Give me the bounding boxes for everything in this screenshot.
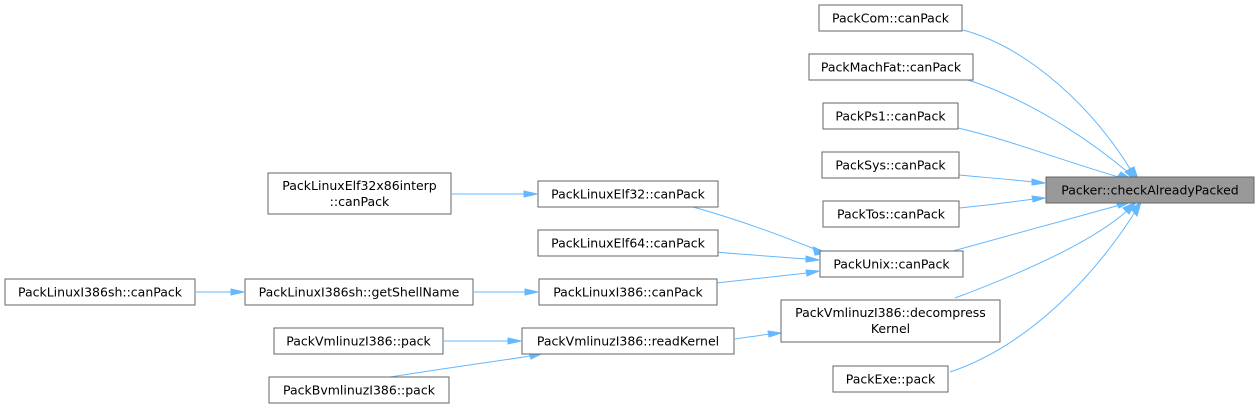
edge-packunix-to-target — [952, 200, 1133, 252]
edge-packtos-to-target — [958, 195, 1046, 209]
node-packcom[interactable]: PackCom::canPack — [818, 4, 963, 32]
node-label-line1: PackVmlinuzI386::decompress — [795, 305, 986, 320]
node-label: PackVmlinuzI386::pack — [286, 334, 431, 349]
edge-elf32interp-to-elf32 — [451, 190, 538, 198]
node-label-line2: Kernel — [871, 321, 910, 336]
node-i386sh-canpack[interactable]: PackLinuxI386sh::canPack — [4, 278, 196, 306]
edge-bvmlinuzpack-to-readkernel — [389, 352, 544, 378]
node-label: PackTos::canPack — [837, 207, 946, 222]
edge-packsys-to-target — [958, 174, 1046, 186]
node-label: PackLinuxElf32::canPack — [551, 187, 705, 202]
node-label: PackLinuxI386sh::canPack — [18, 285, 183, 300]
edge-i386sh-canpack-to-shell — [196, 288, 245, 296]
node-label: PackExe::pack — [846, 372, 936, 387]
node-i386sh-getshellname[interactable]: PackLinuxI386sh::getShellName — [244, 278, 474, 306]
node-elf32[interactable]: PackLinuxElf32::canPack — [537, 180, 719, 208]
edges — [196, 29, 1142, 378]
node-label: PackSys::canPack — [835, 158, 946, 173]
edge-packexe-to-target — [949, 200, 1142, 373]
node-label-line1: PackLinuxElf32x86interp — [282, 178, 437, 193]
node-label: PackLinuxI386sh::getShellName — [259, 285, 460, 300]
node-label: PackLinuxElf64::canPack — [551, 236, 705, 251]
node-i386[interactable]: PackLinuxI386::canPack — [538, 278, 718, 306]
node-packexe[interactable]: PackExe::pack — [832, 365, 949, 393]
edge-i386-to-packunix — [715, 269, 820, 284]
node-label-line2: ::canPack — [330, 194, 390, 209]
edge-vmlinuzpack-to-readkernel — [443, 337, 522, 345]
node-label: PackPs1::canPack — [835, 109, 946, 124]
node-readkernel[interactable]: PackVmlinuzI386::readKernel — [521, 327, 735, 355]
edge-shell-to-i386 — [474, 288, 539, 296]
node-packmachfat[interactable]: PackMachFat::canPack — [808, 53, 974, 81]
node-label: Packer::checkAlreadyPacked — [1061, 183, 1238, 198]
node-elf64[interactable]: PackLinuxElf64::canPack — [537, 229, 719, 257]
nodes: Packer::checkAlreadyPacked PackCom::canP… — [4, 4, 1255, 404]
node-elf32interp[interactable]: PackLinuxElf32x86interp ::canPack — [267, 172, 452, 215]
node-vmlinuz-pack[interactable]: PackVmlinuzI386::pack — [273, 327, 444, 355]
node-packps1[interactable]: PackPs1::canPack — [822, 102, 959, 130]
node-decompress[interactable]: PackVmlinuzI386::decompress Kernel — [780, 299, 1001, 343]
edge-elf64-to-packunix — [715, 251, 820, 263]
node-label: PackMachFat::canPack — [821, 60, 962, 75]
node-label: PackUnix::canPack — [833, 257, 950, 272]
edge-readkernel-to-decompress — [734, 330, 782, 340]
node-target: Packer::checkAlreadyPacked — [1045, 176, 1255, 204]
node-label: PackCom::canPack — [832, 11, 950, 26]
node-packsys[interactable]: PackSys::canPack — [821, 151, 960, 179]
node-label: PackBvmlinuzI386::pack — [283, 383, 436, 398]
node-packtos[interactable]: PackTos::canPack — [822, 200, 960, 228]
node-bvmlinuz-pack[interactable]: PackBvmlinuzI386::pack — [268, 376, 450, 404]
node-packunix[interactable]: PackUnix::canPack — [819, 250, 964, 278]
node-label: PackLinuxI386::canPack — [553, 285, 703, 300]
edge-packmachfat-to-target — [967, 79, 1138, 183]
node-label: PackVmlinuzI386::readKernel — [537, 334, 719, 349]
